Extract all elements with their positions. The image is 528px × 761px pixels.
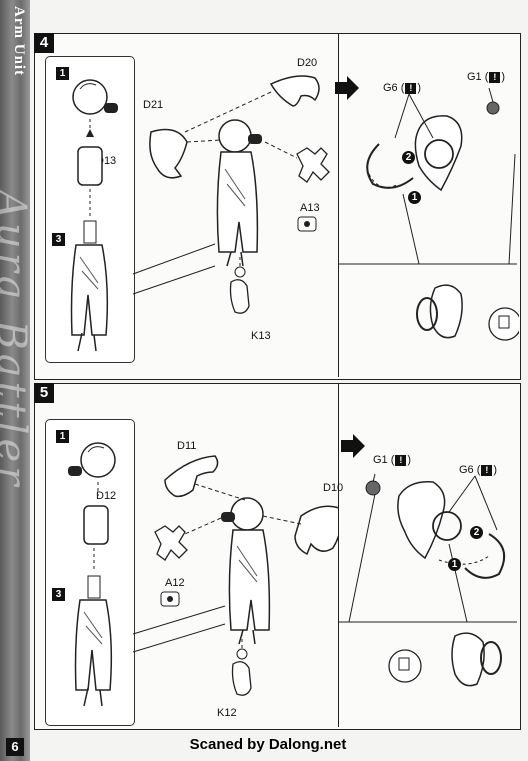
subassembly-drawing (70, 79, 118, 352)
next-arrow-icon (335, 76, 359, 100)
detail-drawing (339, 473, 517, 687)
sidebar-title: Arm Unit (11, 6, 27, 77)
sub-step-3: 3 (52, 588, 65, 601)
step-number: 5 (34, 383, 54, 403)
part-label-k12: K12 (217, 707, 237, 719)
warning-icon: ! (481, 465, 493, 476)
warning-icon: ! (395, 455, 407, 466)
step-4-panel: 4 1 3 D13 D20 D21 A13 K13 (34, 33, 521, 380)
part-label-g1: G1 (!) (467, 71, 506, 83)
subassembly-inset: 1 3 D12 (45, 419, 135, 726)
detail-drawing (339, 87, 519, 341)
sequence-2: 2 (402, 151, 415, 164)
part-label-g6: G6 (!) (459, 464, 498, 476)
part-label-a13: A13 (300, 202, 320, 214)
sub-step-1: 1 (56, 67, 69, 80)
page-number: 6 (6, 738, 24, 756)
part-label-k13: K13 (251, 330, 271, 342)
main-assembly-drawing (132, 455, 338, 696)
warning-icon: ! (489, 72, 501, 83)
part-label-d20: D20 (297, 57, 318, 69)
subassembly-inset: 1 3 D13 (45, 56, 135, 363)
subassembly-drawing (68, 442, 116, 707)
footer-credit: Scaned by Dalong.net (189, 736, 347, 753)
panel-divider (338, 34, 339, 377)
next-arrow-icon (341, 434, 365, 458)
main-assembly-drawing (132, 75, 330, 314)
step-number: 4 (34, 33, 54, 53)
part-label-d21: D21 (143, 99, 164, 111)
sub-step-1: 1 (56, 430, 69, 443)
sequence-2: 2 (470, 526, 483, 539)
part-label-d10: D10 (323, 482, 344, 494)
sub-step-3: 3 (52, 233, 65, 246)
sequence-1: 1 (448, 558, 461, 571)
part-label-g6: G6 (!) (383, 82, 422, 94)
part-label-g1: G1 (!) (373, 454, 412, 466)
panel-divider (338, 384, 339, 727)
part-label-d12: D12 (96, 490, 117, 502)
sidebar: Arm Unit Aura Battler 6 (0, 0, 34, 761)
sidebar-script-text: Aura Battler (0, 190, 34, 490)
part-label-d11: D11 (177, 440, 197, 452)
step-5-panel: 5 1 3 D12 D11 D10 A12 K12 (34, 383, 521, 730)
sequence-1: 1 (408, 191, 421, 204)
part-label-a12: A12 (165, 577, 185, 589)
warning-icon: ! (405, 83, 417, 94)
